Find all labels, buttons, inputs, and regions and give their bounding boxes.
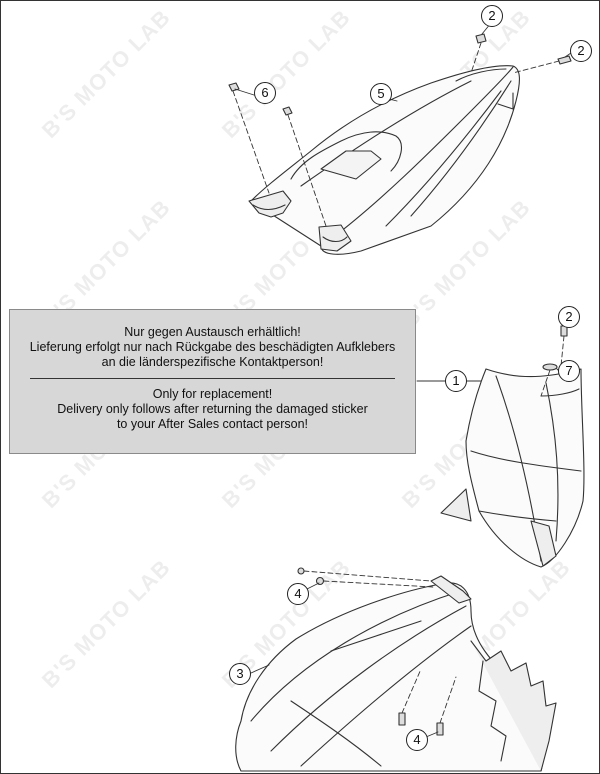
replacement-notice: Nur gegen Austausch erhältlich! Lieferun… bbox=[9, 309, 416, 454]
notice-english-line-2: Delivery only follows after returning th… bbox=[57, 402, 368, 416]
callout-4-top: 4 bbox=[287, 583, 309, 605]
notice-german-line-2: Lieferung erfolgt nur nach Rückgabe des … bbox=[29, 340, 396, 354]
callout-2-headlight: 2 bbox=[558, 306, 580, 328]
notice-divider bbox=[30, 378, 395, 379]
notice-english: Only for replacement! Delivery only foll… bbox=[10, 387, 415, 432]
callout-2-right: 2 bbox=[570, 40, 592, 62]
callout-2-top: 2 bbox=[481, 5, 503, 27]
callout-7: 7 bbox=[558, 360, 580, 382]
callout-3: 3 bbox=[229, 663, 251, 685]
rear-fender-part bbox=[228, 33, 572, 255]
headlight-mask-part bbox=[440, 325, 585, 568]
notice-german-line-3: an die länderspezifische Kontaktperson! bbox=[101, 355, 324, 369]
callout-1: 1 bbox=[445, 370, 467, 392]
callout-4-bottom: 4 bbox=[406, 729, 428, 751]
notice-german: Nur gegen Austausch erhältlich! Lieferun… bbox=[10, 325, 415, 370]
notice-english-line-1: Only for replacement! bbox=[152, 387, 273, 401]
notice-german-line-1: Nur gegen Austausch erhältlich! bbox=[124, 325, 301, 339]
front-fender-part bbox=[235, 567, 557, 772]
callout-6: 6 bbox=[254, 82, 276, 104]
notice-english-line-3: to your After Sales contact person! bbox=[116, 417, 309, 431]
callout-5: 5 bbox=[370, 83, 392, 105]
